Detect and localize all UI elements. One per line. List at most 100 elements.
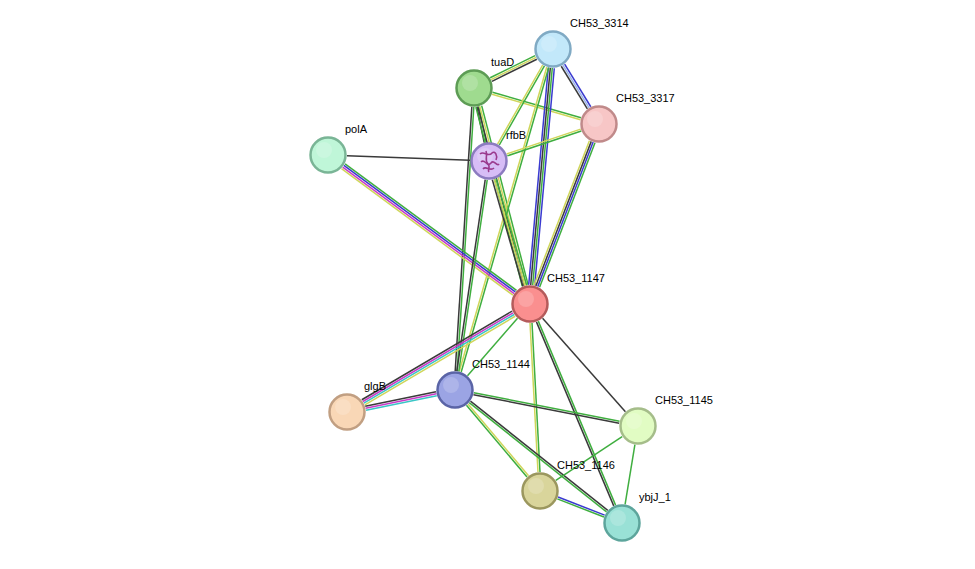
node-highlight xyxy=(335,399,351,415)
protein-structure xyxy=(486,151,489,172)
evidence-line xyxy=(558,497,605,515)
evidence-line xyxy=(461,68,549,372)
protein-label: rfbB xyxy=(506,129,526,142)
protein-label: CH53_1146 xyxy=(557,459,615,472)
protein-label: CH53_1144 xyxy=(472,358,530,371)
evidence-line xyxy=(496,179,527,285)
interaction-edge xyxy=(556,437,622,481)
protein-structure xyxy=(480,152,497,160)
interaction-edge xyxy=(561,64,591,109)
interaction-edge xyxy=(476,106,528,287)
node-circle xyxy=(328,393,366,431)
node-circle-fill xyxy=(605,506,640,541)
evidence-line xyxy=(470,401,607,510)
protein-node: CH53_3317 xyxy=(580,105,618,143)
interaction-edge xyxy=(473,393,619,424)
protein-node: tuaD xyxy=(455,69,493,107)
evidence-line xyxy=(474,393,620,422)
protein-label: CH53_3317 xyxy=(616,92,675,105)
evidence-line xyxy=(561,66,587,109)
protein-node: CH53_1146 xyxy=(521,472,559,510)
evidence-line xyxy=(625,445,635,505)
node-circle xyxy=(521,472,559,510)
evidence-line xyxy=(492,94,580,119)
interaction-edge xyxy=(534,141,595,288)
node-highlight xyxy=(462,75,478,91)
interaction-edge xyxy=(347,156,470,161)
node-highlight xyxy=(518,291,534,307)
evidence-line xyxy=(473,395,619,424)
node-circle xyxy=(580,105,618,143)
interaction-edge xyxy=(492,179,526,287)
protein-node: polA xyxy=(309,136,347,174)
node-circle-fill xyxy=(621,409,656,444)
node-circle-fill xyxy=(513,287,548,322)
evidence-line xyxy=(493,92,581,117)
protein-label: polA xyxy=(345,123,367,136)
protein-label: CH53_1147 xyxy=(547,272,605,285)
node-highlight xyxy=(528,478,544,494)
node-circle xyxy=(436,371,474,409)
evidence-line xyxy=(556,437,622,481)
interaction-edge xyxy=(490,56,537,82)
interaction-edge xyxy=(469,401,608,512)
evidence-line xyxy=(532,323,540,472)
evidence-line xyxy=(490,56,535,78)
evidence-line xyxy=(563,65,589,108)
evidence-line xyxy=(366,394,437,408)
protein-label: tuaD xyxy=(491,56,514,69)
protein-label: glgB xyxy=(364,380,386,393)
evidence-line xyxy=(344,165,515,291)
node-circle-fill xyxy=(536,32,571,67)
node-highlight xyxy=(610,510,626,526)
node-circle-fill xyxy=(582,107,617,142)
node-highlight xyxy=(587,111,603,127)
evidence-line xyxy=(557,499,604,517)
node-circle xyxy=(534,30,572,68)
protein-node: glgB xyxy=(328,393,366,431)
evidence-line xyxy=(342,169,513,295)
evidence-line xyxy=(343,167,514,293)
node-circle xyxy=(603,504,641,542)
evidence-line xyxy=(536,141,591,286)
evidence-line xyxy=(347,156,470,161)
node-circle-fill xyxy=(311,138,346,173)
evidence-line xyxy=(538,142,593,287)
protein-node: CH53_3314 xyxy=(534,30,572,68)
node-circle xyxy=(309,136,347,174)
evidence-line xyxy=(459,67,547,371)
interaction-edge xyxy=(459,67,548,372)
node-circle xyxy=(455,69,493,107)
evidence-line xyxy=(366,396,437,410)
interaction-edge xyxy=(365,392,437,410)
evidence-line xyxy=(565,64,591,107)
node-circle-fill xyxy=(523,474,558,509)
protein-label: CH53_3314 xyxy=(570,17,629,30)
interaction-edge xyxy=(507,129,582,156)
node-highlight xyxy=(626,413,642,429)
interaction-edge xyxy=(625,445,635,505)
node-circle-fill xyxy=(330,395,365,430)
interaction-edge xyxy=(557,497,604,517)
evidence-line xyxy=(507,129,581,154)
protein-node: CH53_1144 xyxy=(436,371,474,409)
evidence-line xyxy=(365,392,436,406)
evidence-line xyxy=(345,164,516,290)
evidence-line xyxy=(529,68,549,285)
node-highlight xyxy=(541,36,557,52)
node-circle-fill xyxy=(457,71,492,106)
evidence-line xyxy=(534,141,589,286)
node-circle-fill xyxy=(438,373,473,408)
protein-node: rfbB xyxy=(470,142,508,180)
node-circle-fill xyxy=(472,144,507,179)
protein-node: CH53_1145 xyxy=(619,407,657,445)
interaction-edge xyxy=(492,92,581,119)
protein-structure xyxy=(481,161,499,165)
protein-node: ybjJ_1 xyxy=(603,504,641,542)
evidence-line xyxy=(494,179,525,285)
node-highlight xyxy=(443,377,459,393)
evidence-line xyxy=(540,143,595,288)
node-circle xyxy=(470,142,508,180)
node-circle xyxy=(619,407,657,445)
